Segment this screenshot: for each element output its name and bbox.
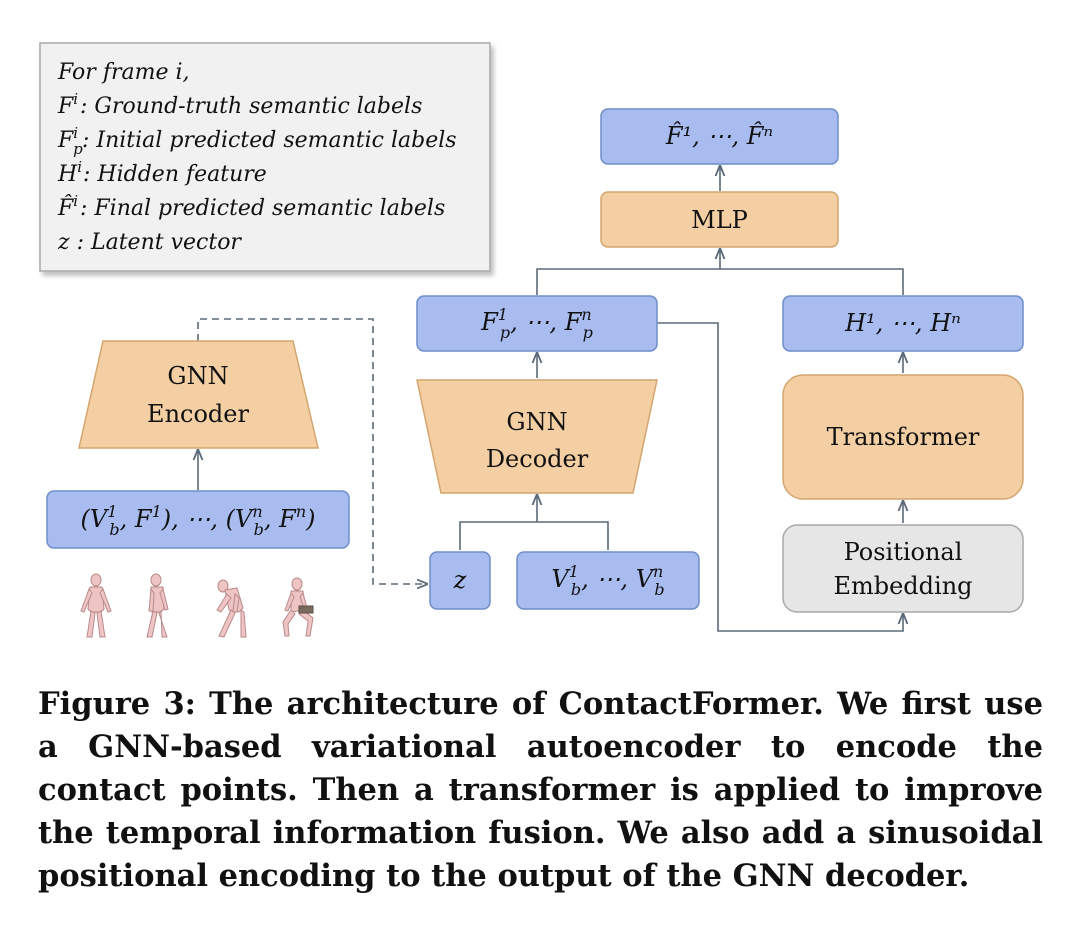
legend-line-latent: z : Latent vector — [57, 230, 242, 255]
svg-text:F̂i: F̂i — [57, 192, 78, 221]
pose-figure-bending — [216, 579, 247, 638]
output-label: F̂¹, ⋯, F̂ⁿ — [665, 122, 773, 150]
svg-text:Fi: Fi — [57, 90, 78, 119]
svg-text:: Ground-truth semantic labels: : Ground-truth semantic labels — [80, 94, 422, 119]
human-pose-figures — [80, 573, 314, 638]
gnn-encoder-block: GNN Encoder — [78, 340, 319, 449]
transformer-block: Transformer — [782, 374, 1024, 500]
legend-line-hidden-feature: Hi : Hidden feature — [57, 158, 267, 187]
bracket-merge — [536, 268, 904, 295]
mlp-label: MLP — [691, 206, 748, 234]
legend-line-final-pred: F̂i : Final predicted semantic labels — [57, 192, 445, 221]
pose-figure-standing — [80, 573, 112, 638]
hidden-block: H¹, ⋯, Hⁿ — [782, 295, 1024, 352]
decoder-label-line1: GNN — [506, 408, 567, 436]
arrow-fp-to-positional — [657, 322, 903, 632]
encoder-label-line1: GNN — [167, 362, 228, 390]
legend-line-frame: For frame i, — [57, 60, 190, 85]
legend-box: For frame i, Fi : Ground-truth semantic … — [39, 42, 491, 272]
decoder-label-line2: Decoder — [486, 445, 589, 473]
architecture-diagram: For frame i, Fi : Ground-truth semantic … — [39, 42, 1024, 638]
pose-figure-sitting — [282, 577, 314, 637]
pose-figure-walking — [146, 573, 169, 638]
bracket-decoder-inputs — [459, 521, 609, 550]
transformer-label: Transformer — [827, 423, 980, 451]
connectors — [197, 166, 904, 632]
legend-line-ground-truth: Fi : Ground-truth semantic labels — [57, 90, 422, 119]
z-label: z — [453, 566, 467, 594]
gnn-decoder-block: GNN Decoder — [416, 379, 658, 494]
dashed-arrow-encoder-to-z — [197, 318, 427, 584]
positional-embedding-block: Positional Embedding — [782, 524, 1024, 613]
positional-label-line2: Embedding — [833, 572, 972, 600]
svg-text:: Final predicted semantic lab: : Final predicted semantic labels — [80, 196, 445, 221]
mlp-block: MLP — [600, 191, 839, 248]
figure-caption: Figure 3: The architecture of ContactFor… — [38, 686, 1043, 894]
latent-z-block: z — [429, 551, 491, 610]
positional-label-line1: Positional — [844, 538, 963, 566]
svg-text:: Initial predicted semantic l: : Initial predicted semantic labels — [82, 128, 457, 153]
hidden-label: H¹, ⋯, Hⁿ — [844, 309, 961, 337]
output-block: F̂¹, ⋯, F̂ⁿ — [600, 108, 839, 165]
encoder-label-line2: Encoder — [147, 400, 249, 428]
svg-text:: Hidden feature: : Hidden feature — [83, 162, 267, 187]
